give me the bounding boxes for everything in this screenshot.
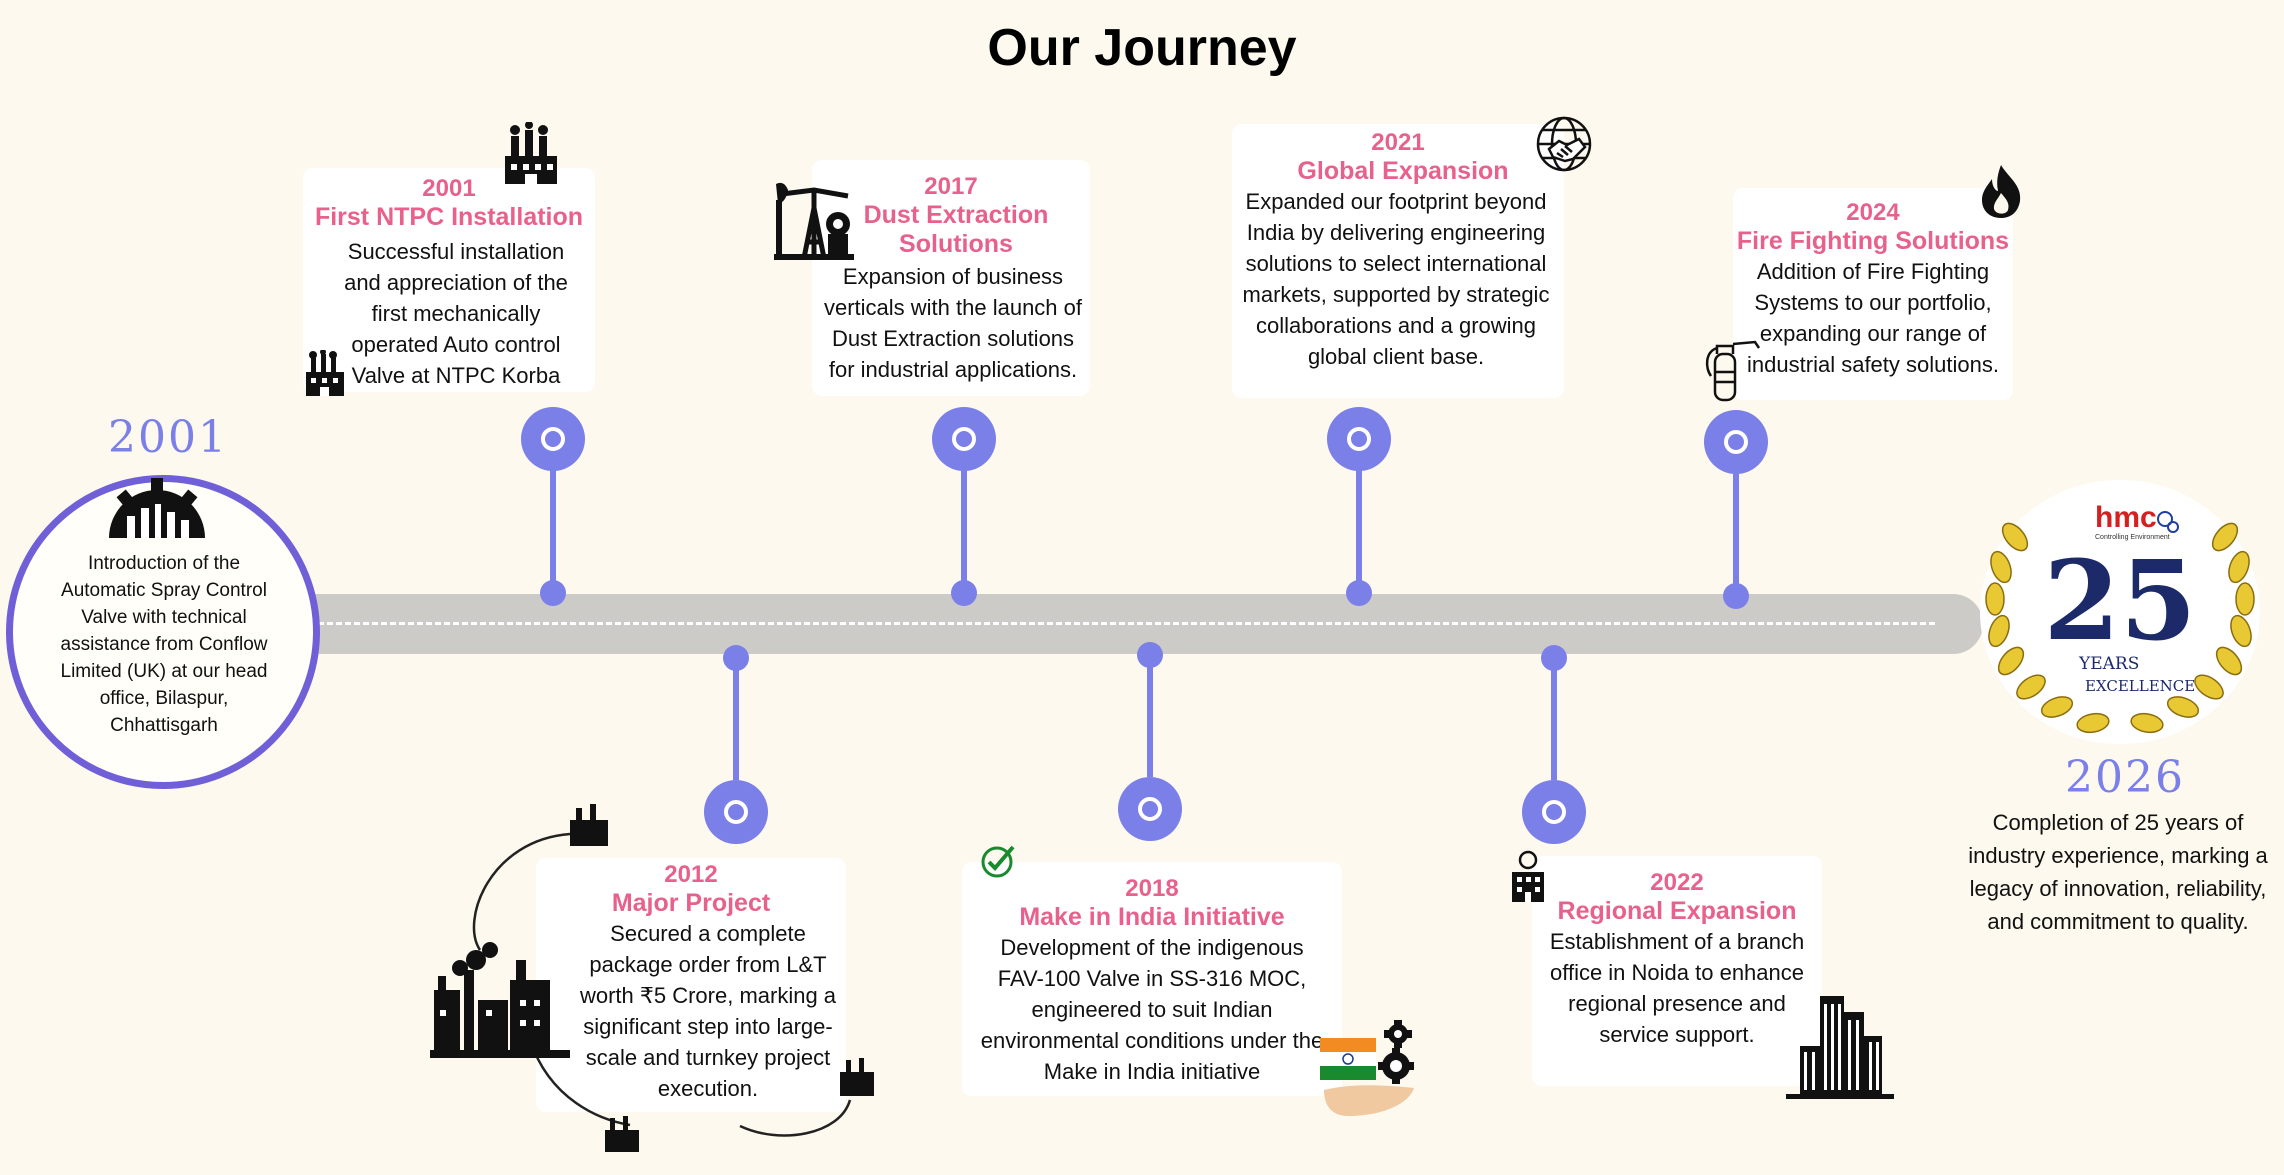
- milestone-heading: Regional Expansion: [1557, 897, 1797, 925]
- office-building-icon: [1786, 996, 1894, 1099]
- badge-brand: hmc: [2095, 501, 2157, 534]
- india-flag-gears-icon: [1320, 1020, 1414, 1116]
- milestone-year: 2017: [924, 173, 978, 200]
- pin-marker-2017: [932, 407, 996, 471]
- milestone-heading: Dust Extraction Solutions: [863, 201, 1049, 258]
- milestone-heading: Make in India Initiative: [1019, 903, 1285, 931]
- milestone-description: Secured a complete package order from L&…: [579, 921, 837, 1101]
- milestone-year: 2021: [1371, 129, 1425, 156]
- milestone-card-2021: 2021 Global Expansion Expanded our footp…: [1232, 124, 1564, 398]
- milestone-description: Addition of Fire Fighting Systems to our…: [1747, 259, 1999, 377]
- milestone-heading: Major Project: [611, 889, 771, 917]
- badge-tagline: Controlling Environment: [2095, 534, 2170, 541]
- pin-stem-2012: [733, 660, 739, 780]
- milestone-description: Expanded our footprint beyond India by d…: [1242, 189, 1550, 369]
- milestone-heading: Global Expansion: [1297, 157, 1509, 185]
- start-description: Introduction of the Automatic Spray Cont…: [60, 553, 268, 736]
- milestone-description: Development of the indigenous FAV-100 Va…: [980, 935, 1324, 1084]
- milestone-card-2018: 2018 Make in India Initiative Developmen…: [962, 862, 1342, 1096]
- pin-stem-2001: [550, 465, 556, 590]
- badge-number: 25: [2043, 536, 2196, 665]
- milestone-heading: First NTPC Installation: [314, 203, 584, 231]
- milestone-heading: Fire Fighting Solutions: [1736, 227, 2010, 255]
- pin-marker-2021: [1327, 407, 1391, 471]
- pin-stem-2017: [961, 465, 967, 590]
- milestone-year: 2024: [1846, 199, 1900, 226]
- milestone-year: 2022: [1650, 869, 1704, 896]
- pin-dot-2021: [1346, 580, 1372, 606]
- industrial-plant-icon: [430, 804, 874, 1152]
- flame-icon: [1982, 165, 2021, 218]
- milestone-card-2012: 2012 Major Project Secured a complete pa…: [536, 858, 846, 1112]
- pin-stem-2022: [1551, 660, 1557, 780]
- pin-marker-2024: [1704, 410, 1768, 474]
- milestone-year: 2001: [422, 175, 476, 202]
- milestone-year: 2018: [1125, 875, 1179, 902]
- pin-stem-2018: [1147, 657, 1153, 777]
- pin-dot-2001: [540, 580, 566, 606]
- pin-marker-2018: [1118, 777, 1182, 841]
- milestone-description: Expansion of business verticals with the…: [823, 264, 1083, 382]
- fire-extinguisher-icon: [1705, 340, 1761, 402]
- office-location-icon: [1512, 850, 1544, 902]
- pin-marker-2001: [521, 407, 585, 471]
- pin-marker-2012: [704, 780, 768, 844]
- page-title: Our Journey: [987, 19, 1297, 77]
- milestone-description: Establishment of a branch office in Noid…: [1549, 929, 1805, 1047]
- pin-stem-2024: [1733, 468, 1739, 593]
- anniversary-emblem: hmc Controlling Environment 25 YEARS EXC…: [1980, 480, 2260, 744]
- pin-dot-2017: [951, 580, 977, 606]
- end-description: Completion of 25 years of industry exper…: [1968, 810, 2268, 934]
- pin-stem-2021: [1356, 465, 1362, 590]
- milestone-card-2001: 2001 First NTPC Installation Successful …: [303, 168, 595, 392]
- badge-years: YEARS: [2078, 654, 2139, 674]
- milestone-year: 2012: [664, 861, 718, 888]
- end-year: 2026: [2065, 752, 2185, 803]
- check-icon: [981, 845, 1015, 878]
- globe-handshake-icon: [1536, 116, 1592, 172]
- milestone-card-2024: 2024 Fire Fighting Solutions Addition of…: [1733, 188, 2013, 400]
- timeline-dashed-line: [300, 622, 1935, 625]
- milestone-card-2022: 2022 Regional Expansion Establishment of…: [1532, 856, 1822, 1086]
- industry-gear-icon: [109, 478, 205, 538]
- milestone-card-2017: 2017 Dust Extraction Solutions Expansion…: [812, 160, 1090, 396]
- factory-icon: [505, 122, 557, 184]
- badge-excellence: EXCELLENCE: [2085, 677, 2195, 695]
- oil-pump-icon: [774, 182, 854, 260]
- factory-icon: [306, 350, 344, 396]
- start-year: 2001: [108, 412, 228, 463]
- milestone-description: Successful installation and appreciation…: [344, 239, 568, 388]
- pin-marker-2022: [1522, 780, 1586, 844]
- pin-dot-2024: [1723, 583, 1749, 609]
